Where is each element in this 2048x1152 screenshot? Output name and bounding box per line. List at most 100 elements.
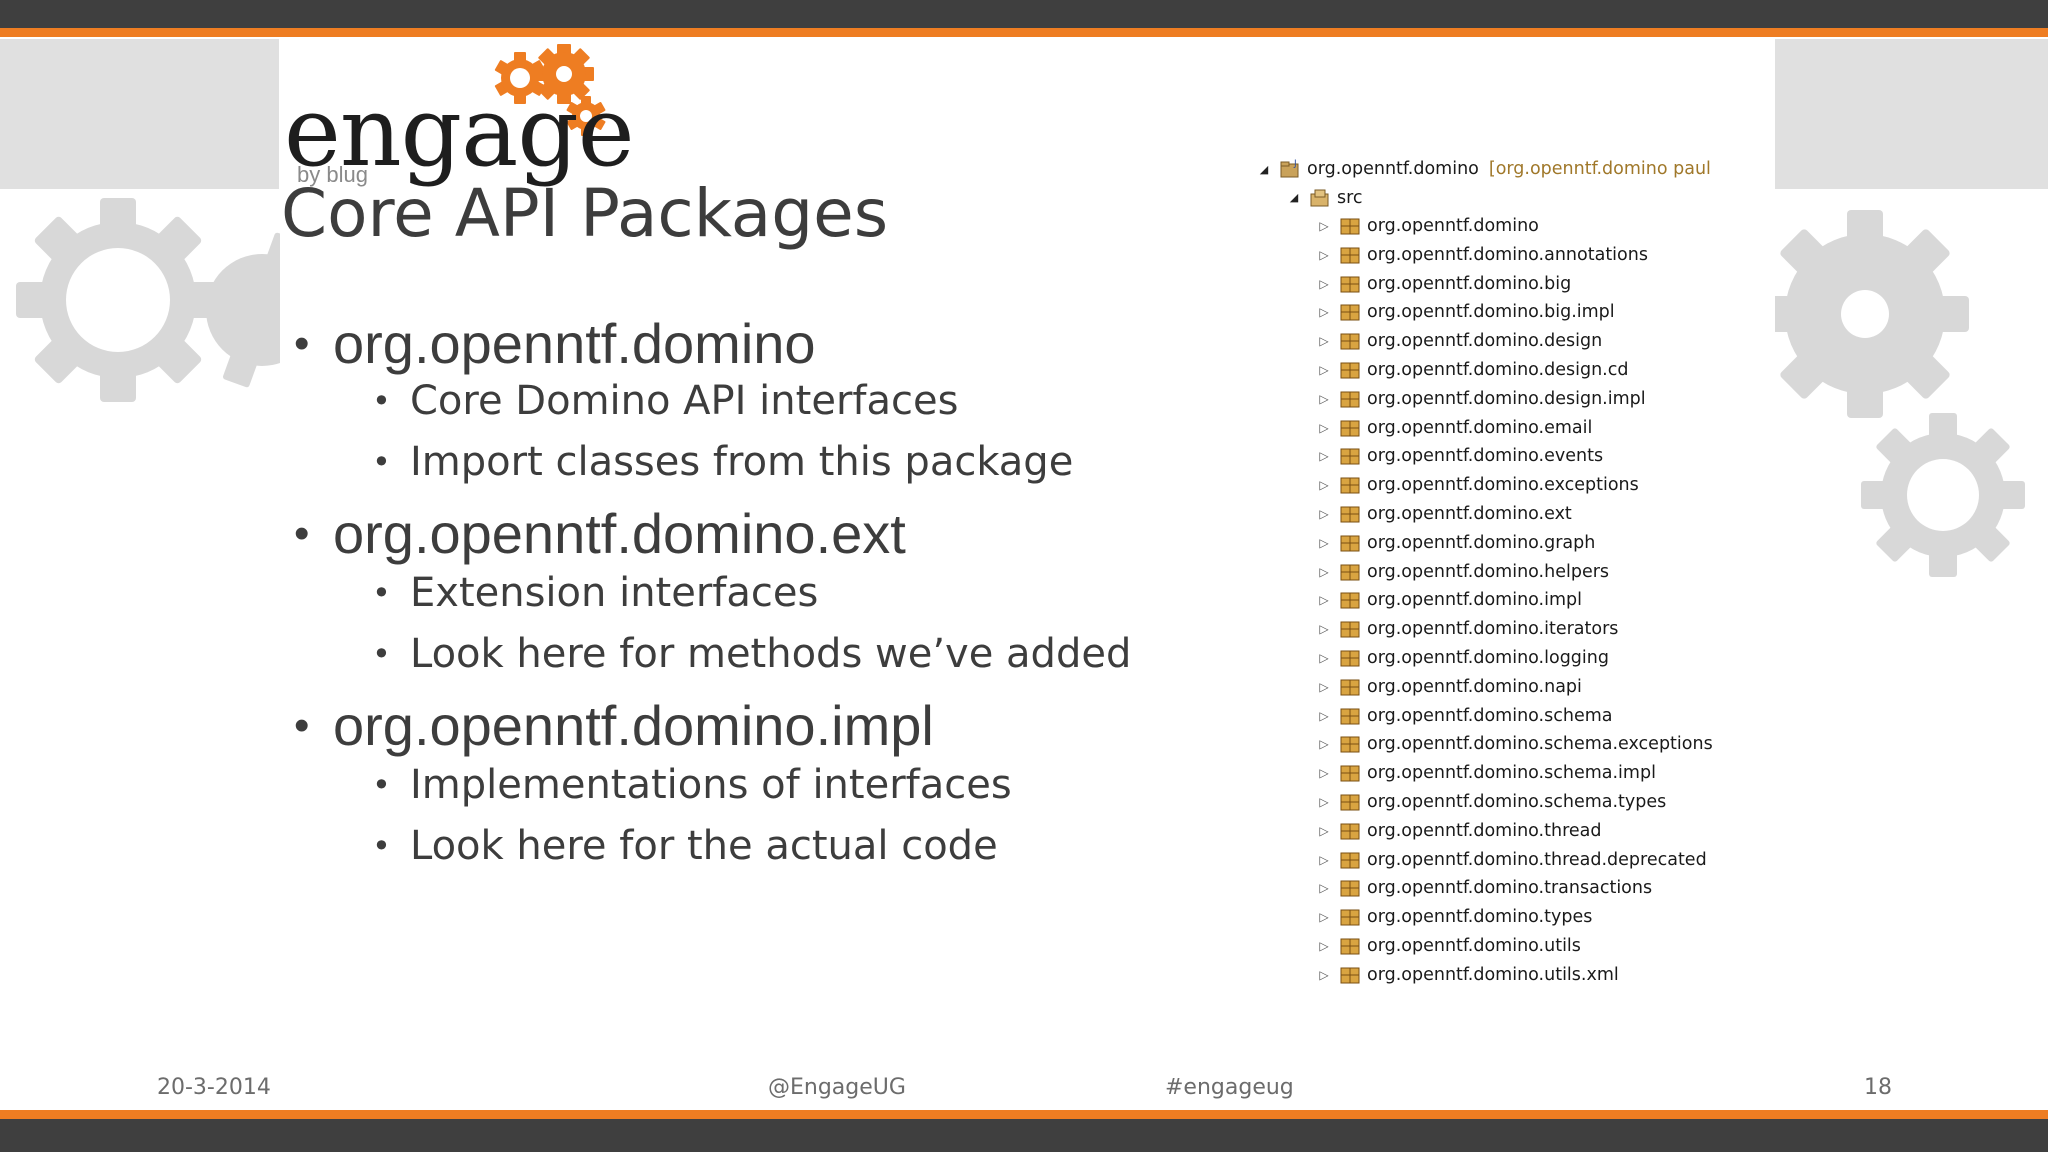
expand-icon[interactable]: ▷ — [1319, 219, 1329, 233]
tree-package-row[interactable]: ▷ org.openntf.domino — [1315, 212, 1539, 240]
tree-package-row[interactable]: ▷ org.openntf.domino.events — [1315, 442, 1603, 470]
bullet-list: org.openntf.domino Core Domino API inter… — [290, 300, 1150, 872]
tree-package-row[interactable]: ▷org.openntf.domino.design.impl — [1315, 385, 1645, 413]
tree-package-row[interactable]: ▷ org.openntf.domino.email — [1315, 414, 1592, 442]
expand-icon[interactable]: ▷ — [1319, 478, 1329, 493]
expand-icon[interactable]: ▷ — [1319, 363, 1329, 377]
package-icon — [1340, 535, 1360, 552]
source-folder-icon — [1310, 189, 1329, 206]
left-gray-panel — [0, 39, 279, 189]
logo-byline: by blug — [297, 162, 368, 187]
bullet-level1: org.openntf.domino.ext — [290, 506, 1150, 566]
package-name: org.openntf.domino.schema.types — [1367, 792, 1667, 812]
bottom-orange-stripe — [0, 1110, 2048, 1119]
tree-package-row[interactable]: ▷org.openntf.domino.thread — [1315, 817, 1601, 845]
tree-package-row[interactable]: ▷ org.openntf.domino.big.impl — [1315, 298, 1615, 326]
gear-icon — [16, 198, 280, 402]
expand-icon[interactable]: ▷ — [1319, 391, 1329, 406]
tree-package-row[interactable]: ▷ org.openntf.domino.thread.deprecated — [1315, 846, 1707, 874]
collapse-icon[interactable]: ◢ — [1259, 162, 1269, 176]
expand-icon[interactable]: ▷ — [1319, 449, 1329, 464]
orange-gears-icon — [494, 44, 606, 136]
expand-icon[interactable]: ▷ — [1319, 967, 1329, 982]
top-dark-bar — [0, 0, 2048, 28]
package-name: org.openntf.domino.thread.deprecated — [1367, 849, 1707, 870]
package-icon — [1340, 794, 1360, 811]
expand-icon[interactable]: ▷ — [1319, 334, 1329, 349]
expand-icon[interactable]: ▷ — [1319, 823, 1329, 838]
expand-icon[interactable]: ▷ — [1319, 737, 1329, 752]
package-icon — [1340, 650, 1360, 667]
package-name: org.openntf.domino — [1367, 216, 1539, 236]
package-name: org.openntf.domino.ext — [1367, 504, 1572, 524]
expand-icon[interactable]: ▷ — [1319, 881, 1329, 896]
tree-package-row[interactable]: ▷org.openntf.domino.napi — [1315, 673, 1582, 701]
expand-icon[interactable]: ▷ — [1319, 939, 1329, 953]
package-name: org.openntf.domino.exceptions — [1367, 475, 1639, 496]
tree-package-row[interactable]: ▷org.openntf.domino.graph — [1315, 529, 1595, 557]
expand-icon[interactable]: ▷ — [1319, 276, 1329, 291]
tree-package-row[interactable]: ▷org.openntf.domino.helpers — [1315, 558, 1609, 586]
expand-icon[interactable]: ▷ — [1319, 651, 1329, 665]
tree-src-row[interactable]: ◢ src — [1285, 184, 1363, 212]
package-icon — [1340, 391, 1360, 408]
package-icon — [1340, 333, 1360, 350]
package-name: org.openntf.domino.logging — [1367, 648, 1609, 668]
tree-package-row[interactable]: ▷org.openntf.domino.schema.impl — [1315, 759, 1656, 787]
expand-icon[interactable]: ▷ — [1319, 795, 1329, 809]
package-name: org.openntf.domino.email — [1367, 417, 1593, 438]
tree-package-row[interactable]: ▷org.openntf.domino.iterators — [1315, 615, 1618, 643]
slide-title: Core API Packages — [281, 175, 889, 252]
bullet-level2: Extension interfaces — [290, 573, 1150, 619]
tree-package-row[interactable]: ▷org.openntf.domino.types — [1315, 903, 1592, 931]
svg-text:J: J — [1293, 159, 1297, 169]
package-icon — [1340, 880, 1360, 897]
expand-icon[interactable]: ▷ — [1319, 679, 1329, 694]
expand-icon[interactable]: ▷ — [1319, 622, 1329, 637]
tree-package-row[interactable]: ▷org.openntf.domino.utils — [1315, 932, 1581, 960]
tree-package-row[interactable]: ▷org.openntf.domino.big — [1315, 270, 1571, 298]
package-name: org.openntf.domino.big.impl — [1367, 302, 1615, 323]
tree-project-row[interactable]: ◢ J org.openntf.domino [org.openntf.domi… — [1255, 155, 1711, 183]
package-name: org.openntf.domino.events — [1367, 446, 1604, 467]
expand-icon[interactable]: ▷ — [1319, 593, 1329, 608]
tree-package-row[interactable]: ▷ org.openntf.domino.transactions — [1315, 874, 1652, 902]
package-icon — [1340, 823, 1360, 840]
tree-package-row[interactable]: ▷ org.openntf.domino.schema.types — [1315, 788, 1666, 816]
tree-package-row[interactable]: ▷org.openntf.domino.annotations — [1315, 241, 1648, 269]
expand-icon[interactable]: ▷ — [1319, 766, 1329, 781]
gear-icon — [1775, 210, 2025, 577]
package-icon — [1340, 736, 1360, 753]
tree-package-row[interactable]: ▷org.openntf.domino.schema — [1315, 702, 1612, 730]
package-icon — [1340, 708, 1360, 725]
package-icon — [1340, 420, 1360, 437]
tree-package-row[interactable]: ▷org.openntf.domino.design.cd — [1315, 356, 1628, 384]
tree-package-row[interactable]: ▷org.openntf.domino.design — [1315, 327, 1602, 355]
tree-package-row[interactable]: ▷org.openntf.domino.impl — [1315, 586, 1582, 614]
tree-package-row[interactable]: ▷ org.openntf.domino.logging — [1315, 644, 1609, 672]
package-icon — [1340, 362, 1360, 379]
package-icon — [1340, 592, 1360, 609]
collapse-icon[interactable]: ◢ — [1289, 191, 1299, 204]
tree-package-row[interactable]: ▷org.openntf.domino.utils.xml — [1315, 961, 1618, 989]
tree-package-row[interactable]: ▷org.openntf.domino.schema.exceptions — [1315, 730, 1712, 758]
expand-icon[interactable]: ▷ — [1319, 420, 1329, 435]
expand-icon[interactable]: ▷ — [1319, 910, 1329, 925]
tree-package-row[interactable]: ▷ org.openntf.domino.exceptions — [1315, 471, 1639, 499]
expand-icon[interactable]: ▷ — [1319, 535, 1329, 550]
tree-package-row[interactable]: ▷ org.openntf.domino.ext — [1315, 500, 1572, 528]
bullet-level2: Core Domino API interfaces — [290, 381, 1150, 427]
expand-icon[interactable]: ▷ — [1319, 852, 1329, 867]
project-repo-label: [org.openntf.domino paul — [1488, 159, 1711, 179]
package-icon — [1340, 909, 1360, 926]
package-name: org.openntf.domino.transactions — [1367, 878, 1653, 899]
expand-icon[interactable]: ▷ — [1319, 305, 1329, 320]
expand-icon[interactable]: ▷ — [1319, 708, 1329, 723]
bullet-level1: org.openntf.domino — [290, 316, 1150, 376]
expand-icon[interactable]: ▷ — [1319, 564, 1329, 579]
expand-icon[interactable]: ▷ — [1319, 247, 1329, 262]
package-icon — [1340, 477, 1360, 494]
expand-icon[interactable]: ▷ — [1319, 507, 1329, 521]
folder-name: src — [1337, 187, 1363, 208]
package-icon — [1340, 852, 1360, 869]
